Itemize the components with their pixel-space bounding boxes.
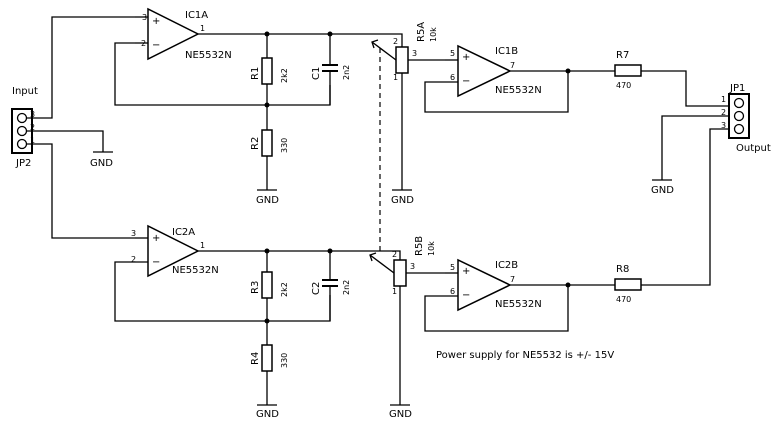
r5b-label: R5B	[414, 236, 425, 256]
schematic-label: 1	[200, 24, 205, 33]
schematic-label: 3	[410, 262, 415, 271]
schematic-label: 7	[510, 61, 515, 70]
schematic-label: 7	[510, 275, 515, 284]
schematic-label: 3	[131, 229, 136, 238]
schematic-label: 1	[393, 73, 398, 82]
schematic-label: 1	[721, 95, 726, 104]
r5a-label: R5A	[416, 22, 427, 42]
c1-label: C1	[311, 67, 322, 80]
r1-label: R1	[250, 67, 261, 80]
schematic-label: −	[462, 76, 470, 87]
schematic-label: −	[152, 257, 160, 268]
r3-label: R3	[250, 281, 261, 294]
r8-label: R8	[616, 264, 629, 275]
power-supply-note: Power supply for NE5532 is +/- 15V	[436, 350, 614, 361]
r7-value: 470	[616, 81, 631, 90]
c2-value: 2n2	[342, 280, 351, 295]
opamp-ic2a: + − 3 2 1 IC2A NE5532N	[131, 224, 219, 278]
input-connector-jp2: Input JP2 3 2 1	[11, 86, 38, 169]
output-label: Output	[736, 143, 771, 154]
r4-label: R4	[250, 352, 261, 365]
schematic-label: 6	[450, 73, 455, 82]
schematic-label: GND	[391, 195, 414, 206]
schematic-label: GND	[651, 185, 674, 196]
schematic-label: +	[152, 233, 160, 244]
schematic-label: GND	[256, 409, 279, 420]
schematic-label: 3	[412, 49, 417, 58]
schematic-label: 1	[392, 287, 397, 296]
schematic-label: GND	[389, 409, 412, 420]
r7-label: R7	[616, 50, 629, 61]
schematic-label: 5	[450, 49, 455, 58]
gnd-label: GND	[90, 158, 113, 169]
schematic-label: 1	[30, 136, 35, 145]
schematic-label: 2	[721, 108, 726, 117]
ic1a-label: IC1A	[185, 10, 208, 21]
r5b-value: 10k	[427, 241, 436, 256]
schematic-label: 6	[450, 287, 455, 296]
ic2b-part: NE5532N	[495, 299, 542, 310]
r3-value: 2k2	[280, 282, 289, 297]
ic1b-part: NE5532N	[495, 85, 542, 96]
schematic-label: 1	[200, 241, 205, 250]
schematic-label: 2	[393, 37, 398, 46]
schematic-label: 2	[131, 255, 136, 264]
r2-value: 330	[280, 138, 289, 153]
r1-value: 2k2	[280, 68, 289, 83]
output-connector-jp1: JP1 Output 1 2 3	[721, 83, 771, 154]
r5a-value: 10k	[429, 27, 438, 42]
jp2-label: JP2	[15, 158, 31, 169]
r4-value: 330	[280, 353, 289, 368]
ic1a-part: NE5532N	[185, 50, 232, 61]
ic2a-label: IC2A	[172, 227, 195, 238]
schematic-label: 2	[30, 123, 35, 132]
c1-value: 2n2	[342, 65, 351, 80]
jp1-label: JP1	[729, 83, 745, 94]
c2-label: C2	[311, 282, 322, 295]
schematic-label: −	[152, 40, 160, 51]
schematic-label: 2	[392, 250, 397, 259]
ic2b-label: IC2B	[495, 260, 518, 271]
schematic-label: 3	[721, 121, 726, 130]
opamp-ic2b: + − 5 6 7 IC2B NE5532N	[450, 258, 542, 312]
opamp-ic1a: + − 3 2 1 IC1A NE5532N	[141, 7, 232, 61]
input-label: Input	[12, 86, 38, 97]
schematic-label: +	[152, 16, 160, 27]
r2-label: R2	[250, 137, 261, 150]
r8-value: 470	[616, 295, 631, 304]
opamp-ic1b: + − 5 6 7 IC1B NE5532N	[450, 44, 542, 98]
schematic-label: +	[462, 266, 470, 277]
ic1b-label: IC1B	[495, 46, 518, 57]
schematic-label: +	[462, 52, 470, 63]
ic2a-part: NE5532N	[172, 265, 219, 276]
schematic-label: 5	[450, 263, 455, 272]
schematic-label: −	[462, 290, 470, 301]
schematic-label: 3	[30, 110, 35, 119]
schematic-label: GND	[256, 195, 279, 206]
